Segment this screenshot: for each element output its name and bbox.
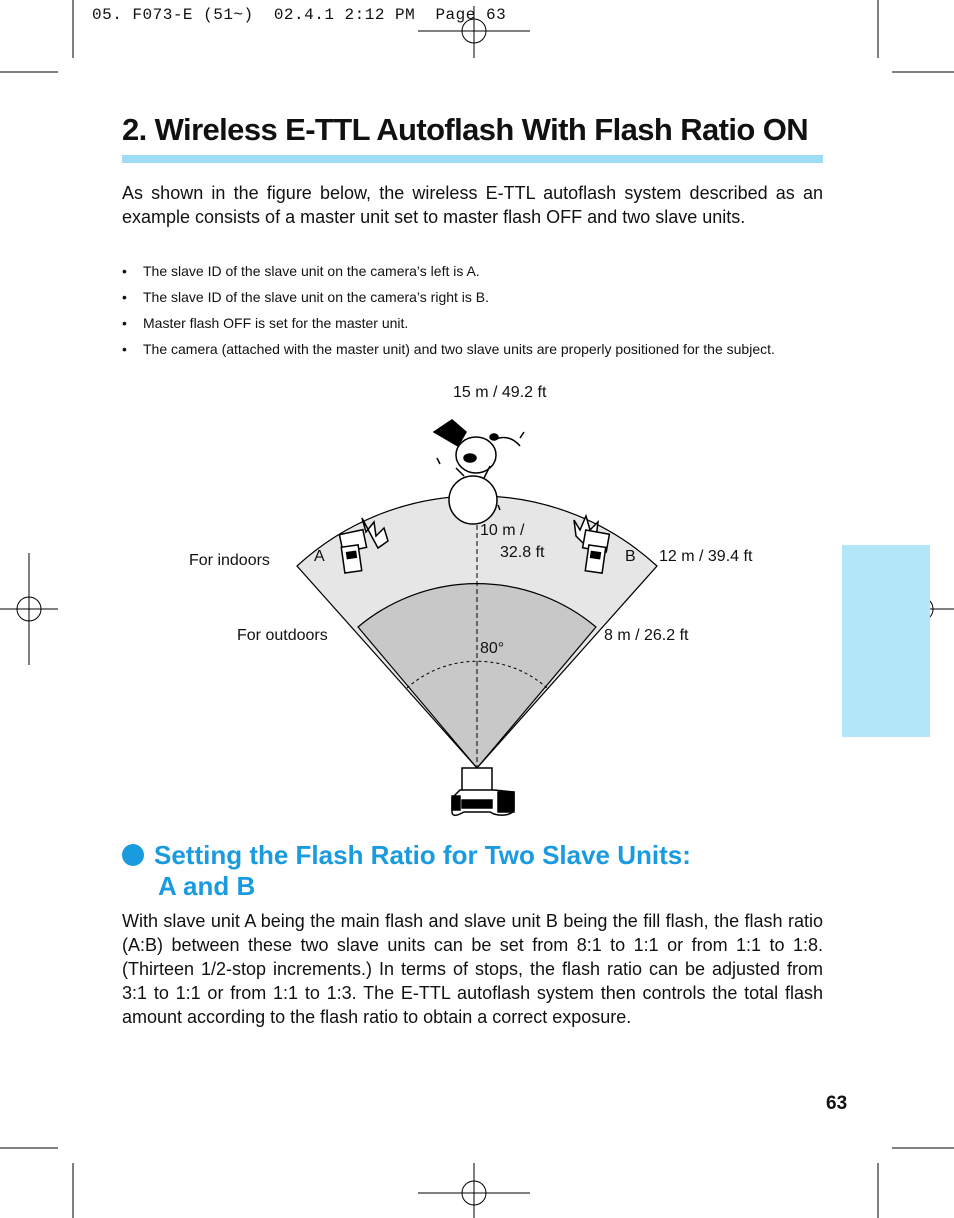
slave-unit-a-icon [338,517,389,574]
bullet-dot: • [122,289,127,305]
bullet-list: •The slave ID of the slave unit on the c… [122,262,823,366]
list-item: •Master flash OFF is set for the master … [122,315,409,331]
top-range-label: 15 m / 49.2 ft [453,384,547,401]
camera-master-unit-icon [451,767,515,817]
bullet-dot: • [122,263,127,279]
slave-a-label: A [314,548,325,565]
intro-paragraph: As shown in the figure below, the wirele… [122,183,823,227]
page-title: 2. Wireless E-TTL Autoflash With Flash R… [122,112,809,147]
outdoor-range-label: 8 m / 26.2 ft [604,627,689,644]
slave-unit-b-icon [573,513,611,574]
right-range-label: 12 m / 39.4 ft [659,548,753,565]
bullet-dot: • [122,341,127,357]
list-item: •The slave ID of the slave unit on the c… [122,289,490,305]
subject-cat-icon [432,419,525,525]
bullet-circle-icon [122,844,144,866]
bullet-dot: • [122,315,127,331]
mid-range-label-1: 10 m / [480,522,525,539]
angle-label: 80° [480,640,505,657]
slave-b-label: B [625,548,636,565]
mid-range-label-2: 32.8 ft [500,544,545,561]
list-item: •The camera (attached with the master un… [122,341,775,357]
outdoors-label: For outdoors [237,627,328,644]
side-tab [842,545,930,737]
page-number: 63 [826,1093,848,1114]
print-header-line: 05. F073-E (51~) 02.4.1 2:12 PM Page 63 [92,6,507,24]
title-underline [122,155,823,163]
list-item: •The slave ID of the slave unit on the c… [122,263,480,279]
indoors-label: For indoors [189,552,270,569]
angle-arc [406,660,548,689]
outdoor-range-zone [357,583,597,769]
section-heading: Setting the Flash Ratio for Two Slave Un… [122,840,822,902]
section-body: With slave unit A being the main flash a… [122,911,823,1027]
